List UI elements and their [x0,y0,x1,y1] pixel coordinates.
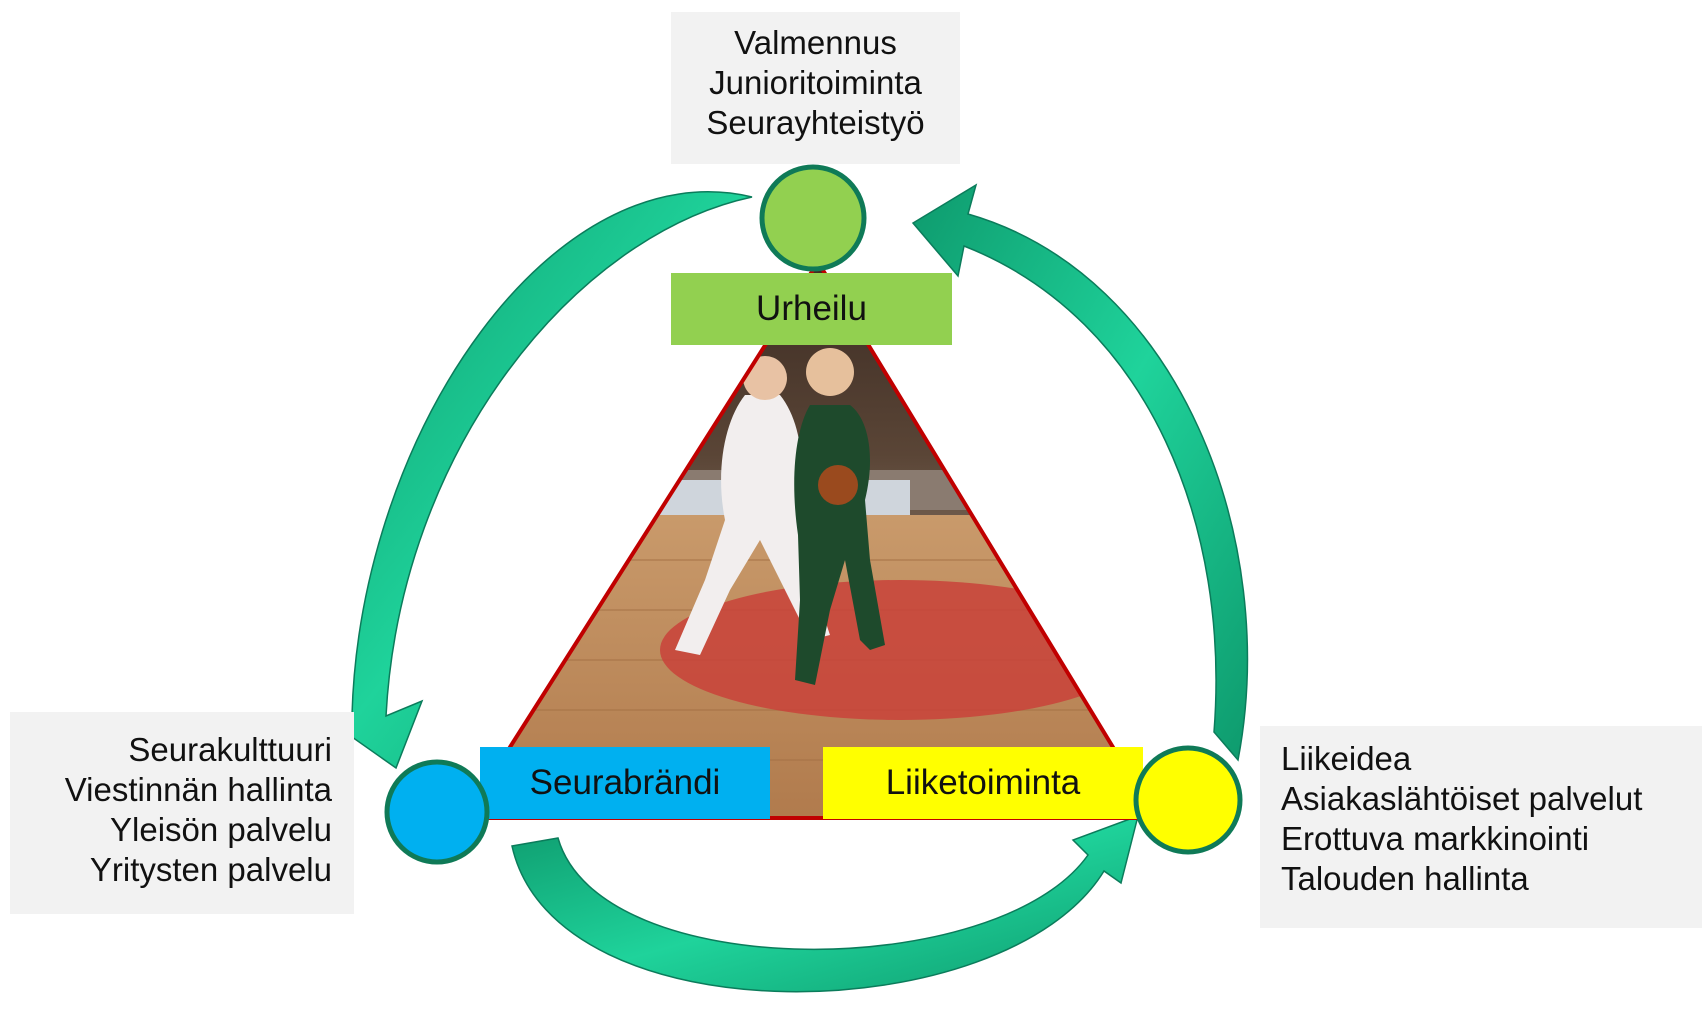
liiketoiminta-detail-item: Erottuva markkinointi [1281,820,1590,857]
seurabrandi-label-background [480,747,770,819]
liiketoiminta-label-background [823,747,1143,819]
liiketoiminta-detail-item: Asiakaslähtöiset palvelut [1281,780,1643,817]
arrow-left-to-right [511,814,1140,993]
seurabrandi-label: Seurabrändi [529,763,721,802]
seurabrandi-details-box: Seurakulttuuri Viestinnän hallinta Yleis… [10,712,354,914]
urheilu-detail-item: Seurayhteistyö [706,104,925,141]
liiketoiminta-detail-item: Liikeidea [1281,740,1412,777]
urheilu-detail-item: Valmennus [734,24,897,61]
urheilu-detail-item: Junioritoiminta [709,64,922,101]
seurabrandi-detail-item: Viestinnän hallinta [64,771,332,808]
arrow-right-to-top [911,183,1249,762]
liiketoiminta-label: Liiketoiminta [885,763,1081,802]
liiketoiminta-detail-item: Talouden hallinta [1281,860,1529,897]
liiketoiminta-node [1133,745,1243,855]
urheilu-label-background [671,273,952,345]
urheilu-details-box: Valmennus Junioritoiminta Seurayhteistyö [671,12,960,164]
seurabrandi-detail-item: Yritysten palvelu [89,851,332,888]
seurabrandi-node [384,759,490,865]
urheilu-label: Urheilu [756,289,867,328]
seurabrandi-detail-item: Yleisön palvelu [110,811,332,848]
liiketoiminta-details-box: Liikeidea Asiakaslähtöiset palvelut Erot… [1260,726,1702,928]
seurabrandi-detail-item: Seurakulttuuri [128,731,332,768]
urheilu-node [759,164,867,272]
